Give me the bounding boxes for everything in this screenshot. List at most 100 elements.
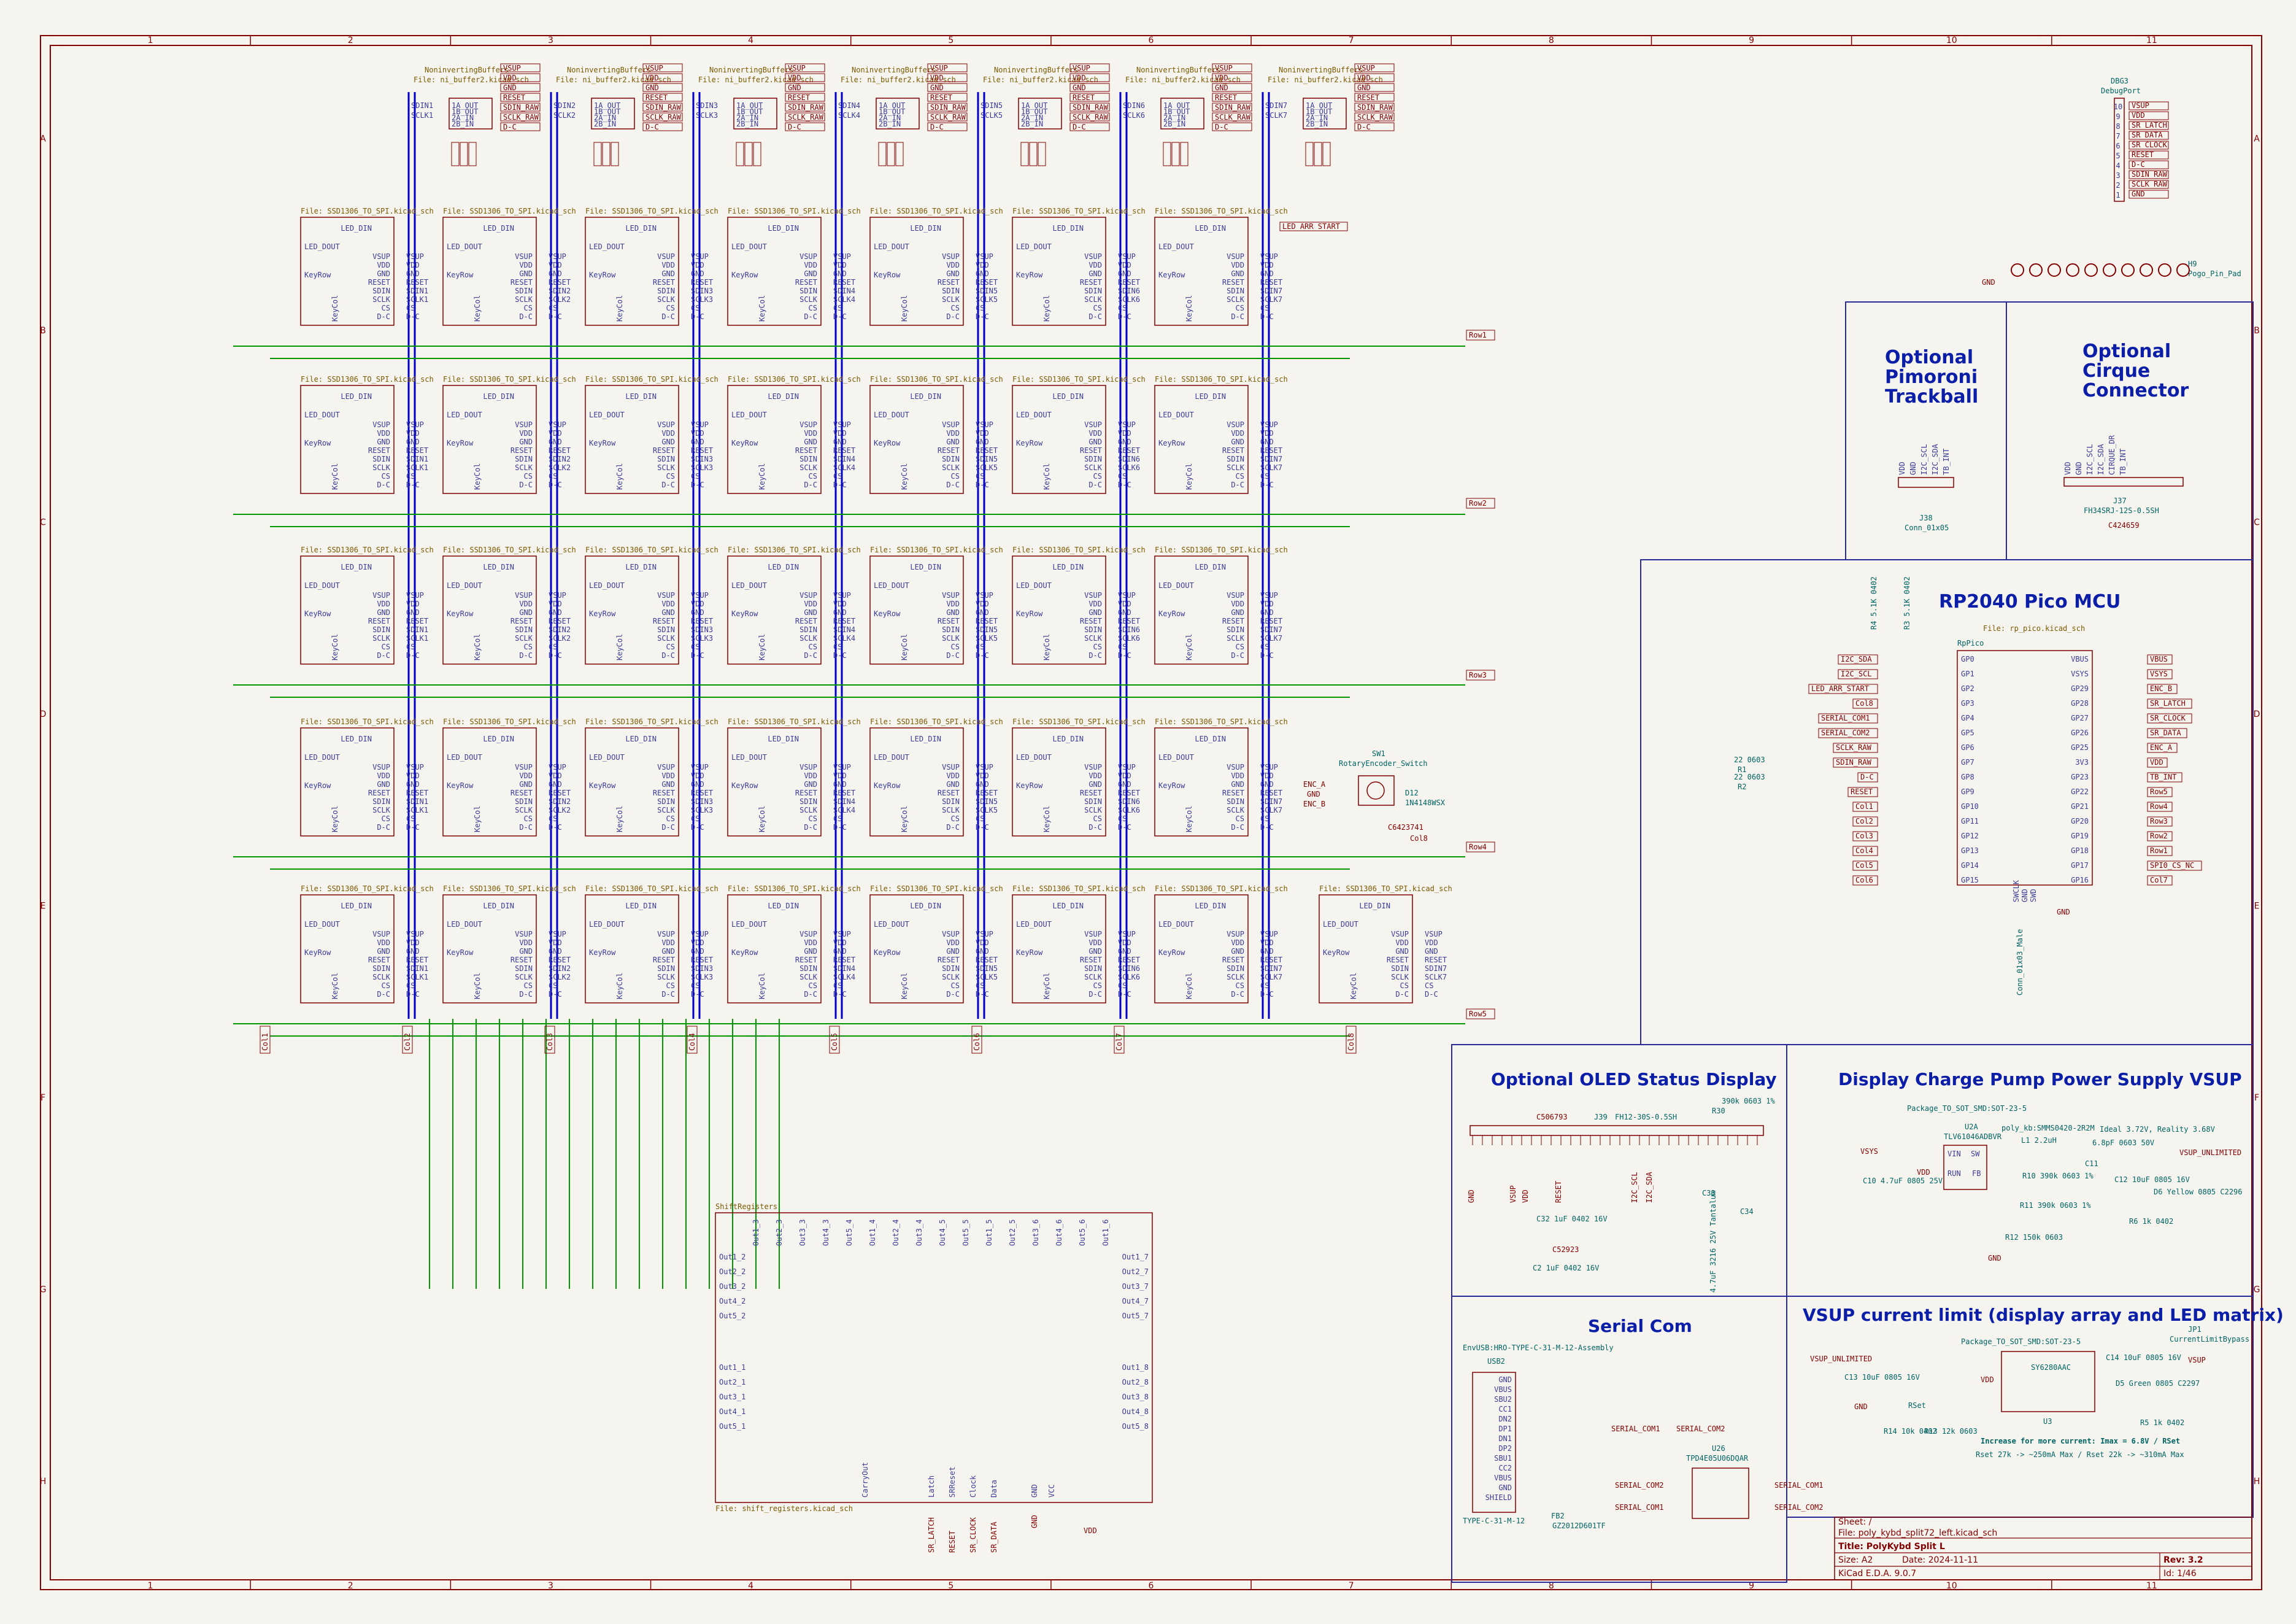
keycell-net: GND: [406, 269, 420, 278]
keycell-net: RESET: [549, 956, 571, 964]
keycell-net: VSUP: [691, 420, 709, 429]
keycell-net: RESET: [976, 789, 998, 797]
mcu-left-pin: GP6: [1961, 743, 1974, 752]
keycell-pin: CS: [1236, 981, 1244, 990]
keycell-net: SDIN7: [1260, 964, 1282, 973]
usb-pin: SBU2: [1494, 1395, 1512, 1404]
keycell-net: VDD: [976, 771, 989, 780]
grid-col-label: 4: [748, 36, 753, 45]
buffer-file: File: ni_buffer2.kicad_sch: [556, 75, 671, 84]
keycell-led-din: LED_DIN: [625, 392, 657, 401]
keycell-box: [585, 894, 679, 1003]
mcu-left-flag: [1833, 757, 1878, 768]
mcu-r4: R4 5.1K 0402: [1870, 576, 1878, 630]
keycell-net: VSUP: [549, 591, 566, 600]
keycell-pin: SCLK: [799, 463, 818, 472]
keycell-net: D-C: [1118, 312, 1131, 321]
pogo-pad: [2066, 263, 2079, 277]
buffer-title: NoninvertingBuffers: [709, 66, 793, 74]
cl-r14: R14 10k 0402: [1884, 1427, 1937, 1436]
keycell-net: CS: [406, 472, 415, 481]
mcu-right-flag: [2147, 816, 2173, 827]
keycell-net: SDIN4: [833, 455, 855, 463]
sr-top-pin: Out1_4: [868, 1220, 877, 1246]
mcu-left-net: I2C_SDA: [1841, 655, 1872, 663]
keycell-keycol: KeyCol: [900, 806, 909, 832]
buffer-power-flag: [1038, 142, 1046, 166]
net-flag: [1354, 83, 1395, 92]
keycell-pin: VSUP: [942, 591, 960, 600]
keycell-pin: VDD: [804, 261, 817, 269]
buffer-net: GND: [503, 83, 517, 92]
keycell-pin: RESET: [653, 446, 675, 455]
grid-col-label: 10: [1946, 36, 1957, 45]
col-flag: [544, 1026, 555, 1054]
buffer-net: RESET: [930, 93, 952, 102]
keycell-pin: D-C: [804, 651, 817, 660]
keycell-led-dout: LED_DOUT: [1323, 920, 1358, 929]
keycell-net: VDD: [406, 261, 420, 269]
keycell-pin: RESET: [368, 956, 390, 964]
keycell-file: File: SSD1306_TO_SPI.kicad_sch: [1012, 884, 1146, 893]
keycell-net: D-C: [691, 312, 704, 321]
keycell-net: VDD: [1260, 771, 1274, 780]
keycell-pin: GND: [377, 947, 390, 956]
keycell-pin: D-C: [1088, 651, 1102, 660]
buffer-net: VSUP: [1215, 64, 1233, 72]
mcu-name: RpPico: [1957, 639, 1984, 648]
net-flag: [1354, 122, 1395, 131]
keycell-keycol: KeyCol: [473, 634, 482, 660]
mcu-left-net: Col8: [1855, 699, 1873, 708]
grid-col-label: 1: [148, 1581, 153, 1591]
keycell-net: VDD: [549, 429, 562, 438]
keycell-net: VSUP: [833, 591, 851, 600]
keycell-net: SDIN4: [833, 625, 855, 634]
fb2-value: GZ2012D601TF: [1552, 1522, 1606, 1530]
pogo-name: Pogo_Pin_Pad: [2188, 269, 2241, 278]
keycell-net: SCLK2: [549, 634, 571, 643]
keycell-led-dout: LED_DOUT: [589, 920, 625, 929]
keycell-net: GND: [833, 269, 847, 278]
keycell-box: [585, 727, 679, 837]
buffer-net: SDIN_RAW: [788, 103, 824, 112]
keycell-pin: RESET: [510, 278, 533, 287]
keycell-net: CS: [833, 814, 842, 823]
keycell-pin: VDD: [804, 429, 817, 438]
keycell-pin: CS: [1236, 643, 1244, 651]
buffer-net: SCLK_RAW: [1357, 113, 1393, 122]
keycell-net: SCLK4: [833, 806, 855, 814]
cirque-value: FH34SRJ-12S-0.5SH: [2084, 506, 2159, 515]
keycell-net: CS: [1118, 981, 1127, 990]
serial-com1-c: SERIAL_COM1: [1615, 1503, 1663, 1512]
keycell-pin: SDIN: [372, 287, 390, 295]
keycell-net: GND: [1260, 438, 1274, 446]
buffer-pin: 2A_IN: [1163, 114, 1185, 122]
keycell-box: [300, 894, 395, 1003]
buffer-power-flag: [878, 142, 887, 166]
current-limit: Package_TO_SOT_SMD:SOT-23-5 JP1 CurrentL…: [1810, 1325, 2249, 1459]
keycell-pin: CS: [666, 814, 675, 823]
keycell-box: [727, 555, 822, 665]
keycell-keycol: KeyCol: [1185, 295, 1193, 322]
keycell-net: RESET: [1118, 956, 1140, 964]
keycell-pin: VDD: [661, 600, 675, 608]
buffer-net: VSUP: [503, 64, 521, 72]
keycell-net: D-C: [691, 823, 704, 832]
keycell-pin: VDD: [519, 938, 533, 947]
net-flag: [785, 112, 825, 122]
keycell-pin: SDIN: [1084, 287, 1102, 295]
keycell-pin: D-C: [377, 990, 390, 999]
keycell-pin: SDIN: [942, 455, 960, 463]
grid-row-label: B: [2254, 326, 2260, 336]
keycell-net: D-C: [976, 823, 989, 832]
keycell-led-din: LED_DIN: [483, 902, 514, 910]
cl-r13: R13 12k 0603: [1924, 1427, 1978, 1436]
buffer-power-flag: [887, 142, 895, 166]
keycell-net: RESET: [976, 446, 998, 455]
keycell-net: GND: [406, 608, 420, 617]
keycell-pin: SDIN: [1084, 625, 1102, 634]
net-flag: [1069, 112, 1110, 122]
keycell-net: VDD: [1260, 261, 1274, 269]
keycell-net: RESET: [976, 617, 998, 625]
